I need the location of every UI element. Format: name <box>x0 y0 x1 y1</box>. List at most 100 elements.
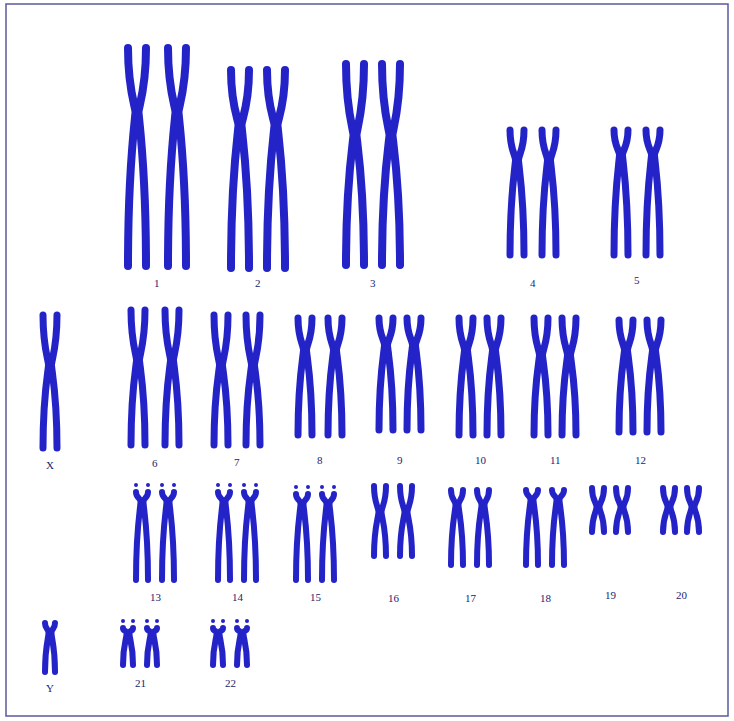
frame <box>6 4 728 716</box>
chromosome-number: 1 <box>154 278 160 289</box>
chromatid <box>416 318 422 430</box>
chromatid <box>144 492 149 580</box>
chromatid <box>168 48 176 266</box>
chromosome-number: 4 <box>530 278 536 289</box>
chromatid <box>451 490 456 565</box>
chromatid <box>485 490 490 565</box>
chromosome-number: 11 <box>550 455 561 466</box>
chromatid <box>526 490 531 565</box>
satellite <box>145 619 149 623</box>
chromosome-number: 22 <box>225 678 236 689</box>
chromatid <box>123 628 127 665</box>
chromatid <box>131 310 137 445</box>
chromosome-number: 10 <box>475 455 486 466</box>
satellite <box>228 483 232 487</box>
chromatid <box>459 318 465 435</box>
chromosome-number: 21 <box>135 678 146 689</box>
chromatid <box>220 628 224 665</box>
chromatid <box>43 315 49 448</box>
chromosome-number: 18 <box>540 593 551 604</box>
chromatid <box>154 628 158 665</box>
satellite <box>146 483 150 487</box>
chromatid <box>543 318 549 435</box>
chromatid <box>552 490 557 565</box>
chromatid <box>400 486 405 556</box>
chromatid <box>551 130 557 255</box>
chromatid <box>237 628 241 665</box>
satellite <box>245 619 249 623</box>
chromosome-number: 20 <box>676 590 687 601</box>
chromatid <box>374 486 379 556</box>
chromosome-number: 7 <box>234 457 240 468</box>
chromatid <box>382 64 390 265</box>
chromatid <box>179 48 187 266</box>
chromosome-number: 15 <box>310 592 321 603</box>
chromatid <box>656 320 662 432</box>
chromatid <box>614 130 620 255</box>
chromatid <box>393 64 401 265</box>
chromosome-number: 14 <box>232 592 243 603</box>
chromatid <box>267 70 275 268</box>
chromosome-number: 9 <box>397 455 403 466</box>
chromatid <box>244 628 248 665</box>
chromatid <box>619 320 625 432</box>
chromatid <box>298 318 304 435</box>
chromatid <box>140 310 146 445</box>
chromatid <box>346 64 354 265</box>
chromatid <box>255 315 261 445</box>
satellite <box>211 619 215 623</box>
chromatid <box>52 623 56 672</box>
chromatid <box>477 490 482 565</box>
chromatid <box>242 70 250 268</box>
satellite <box>242 483 246 487</box>
chromatid <box>487 318 493 435</box>
chromatid <box>623 130 629 255</box>
chromosome-number: X <box>46 460 54 471</box>
chromatid <box>647 320 653 432</box>
chromatid <box>646 130 652 255</box>
satellite <box>235 619 239 623</box>
chromatid <box>139 48 147 266</box>
chromatid <box>459 490 464 565</box>
chromatid <box>218 492 223 580</box>
satellite <box>134 483 138 487</box>
chromatid <box>136 492 141 580</box>
chromosome-set <box>43 48 699 672</box>
chromatid <box>52 315 58 448</box>
chromatid <box>496 318 502 435</box>
chromatid <box>382 486 387 556</box>
chromatid <box>252 492 257 580</box>
satellite <box>254 483 258 487</box>
chromosome-number: 19 <box>605 590 616 601</box>
chromatid <box>628 320 634 432</box>
satellite <box>320 485 324 489</box>
chromatid <box>165 310 171 445</box>
chromosome-number: 16 <box>388 593 399 604</box>
satellite <box>160 483 164 487</box>
chromatid <box>468 318 474 435</box>
chromatid <box>687 488 692 532</box>
chromatid <box>304 494 309 580</box>
chromatid <box>246 315 252 445</box>
chromosome-number: 13 <box>150 592 161 603</box>
chromatid <box>695 488 700 532</box>
chromatid <box>231 70 239 268</box>
chromatid <box>592 488 597 532</box>
chromatid <box>328 318 334 435</box>
chromosome-number: 6 <box>152 458 158 469</box>
chromatid <box>616 488 621 532</box>
chromatid <box>174 310 180 445</box>
satellite <box>294 485 298 489</box>
chromatid <box>571 318 577 435</box>
chromatid <box>162 492 167 580</box>
chromatid <box>379 318 385 430</box>
chromatid <box>296 494 301 580</box>
chromatid <box>562 318 568 435</box>
chromosome-number: 8 <box>317 455 323 466</box>
chromatid <box>357 64 365 265</box>
chromatid <box>45 623 49 672</box>
chromatid <box>223 315 229 445</box>
chromatid <box>542 130 548 255</box>
satellite <box>155 619 159 623</box>
